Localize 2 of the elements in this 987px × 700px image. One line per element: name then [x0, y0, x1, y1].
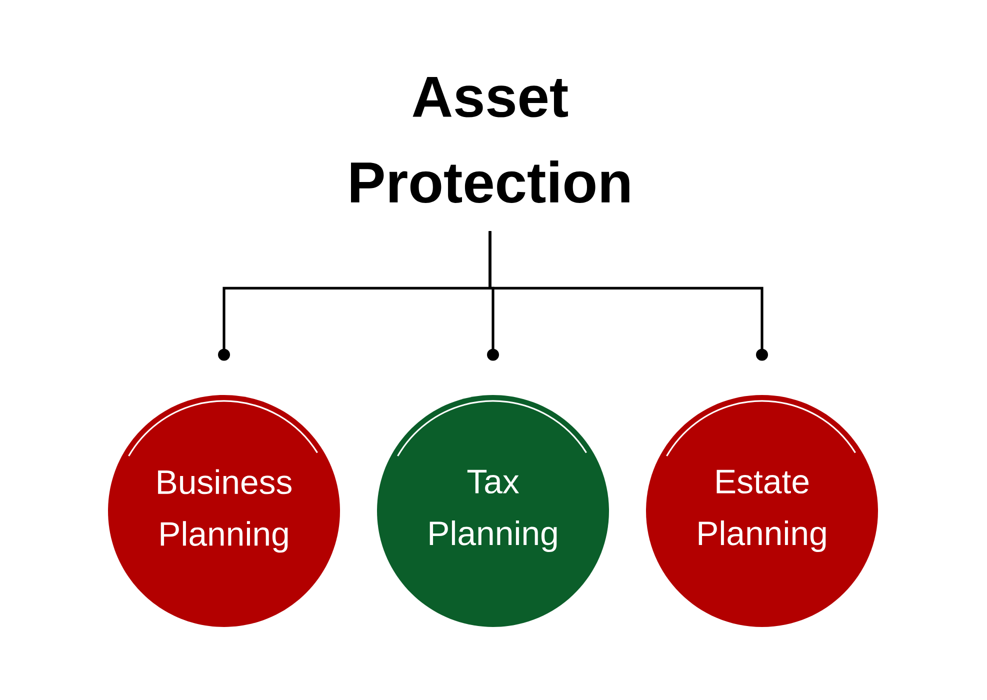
connector-line: [488, 231, 768, 361]
title-text: Asset Protection: [351, 77, 630, 203]
